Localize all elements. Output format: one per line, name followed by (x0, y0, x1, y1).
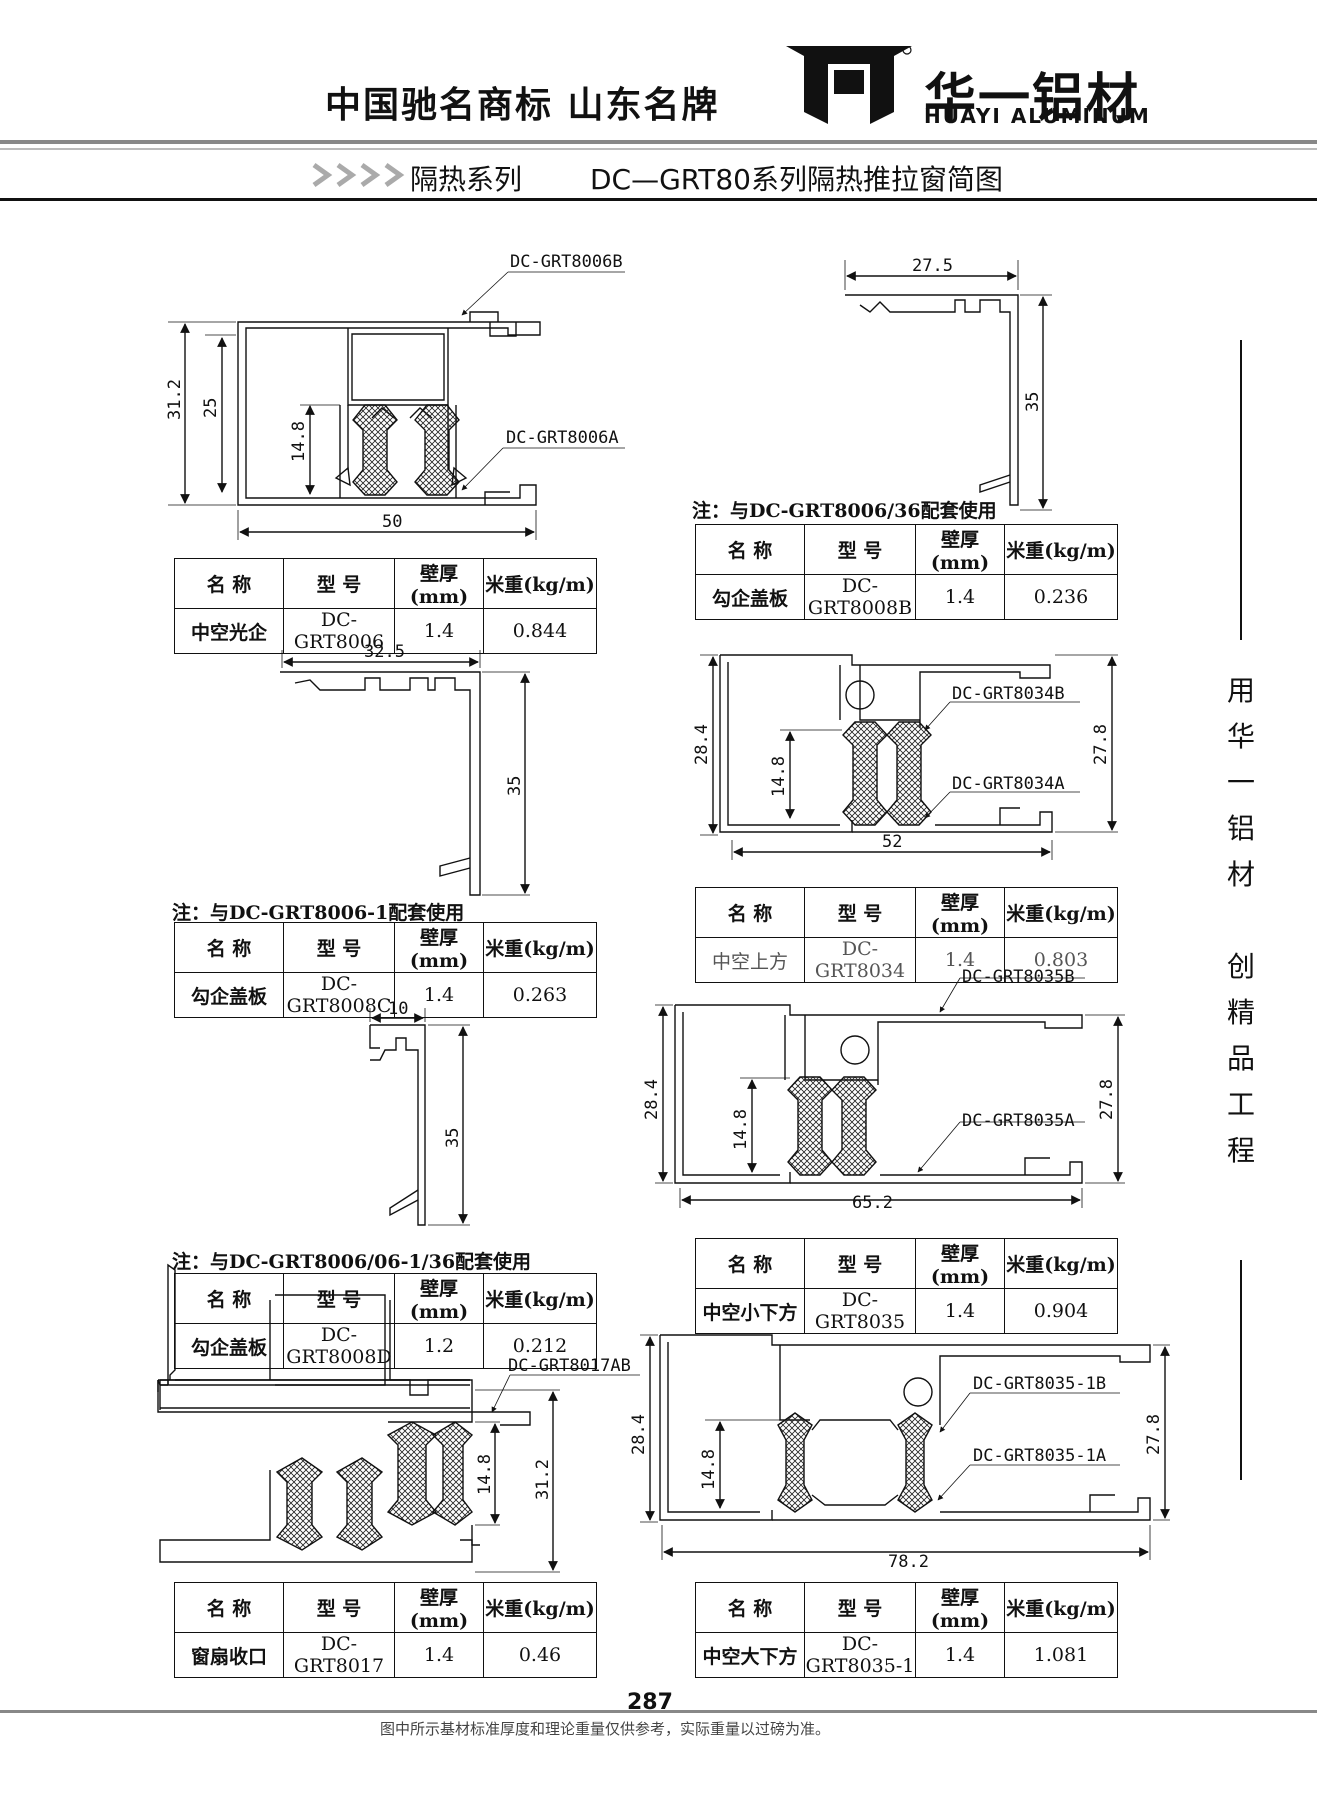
label-8006b: DC-GRT8006B (510, 252, 623, 272)
dim-8006-height: 31.2 (165, 379, 185, 420)
profile-8008d-drawing (369, 1008, 470, 1226)
dim-8017-strip: 14.8 (475, 1454, 495, 1495)
series-name: 隔热系列 (410, 163, 523, 196)
dim-8035-1-right: 27.8 (1144, 1414, 1164, 1455)
note-8008d: 注：与DC-GRT8006/06-1/36配套使用 (172, 1251, 532, 1273)
label-8006a: DC-GRT8006A (506, 428, 619, 448)
dim-8035-1-width: 78.2 (888, 1552, 929, 1572)
huayi-logo-mark: 华 一 (786, 46, 912, 124)
dim-8006-width: 50 (382, 512, 402, 532)
dim-8035-width: 65.2 (852, 1193, 893, 1213)
title-underline (0, 198, 1317, 201)
page-title: DC—GRT80系列隔热推拉窗简图 (590, 163, 1003, 196)
dim-8008b-height: 35 (1023, 392, 1043, 412)
note-8008b: 注：与DC-GRT8006/36配套使用 (692, 500, 997, 522)
dim-8035-1-height: 28.4 (629, 1414, 649, 1455)
dim-8034-right: 27.8 (1091, 724, 1111, 765)
header-rule (0, 140, 1317, 144)
note-8008c: 注：与DC-GRT8006-1配套使用 (172, 902, 465, 924)
dim-8008c-height: 35 (505, 776, 525, 796)
footer-disclaimer: 图中所示基材标准厚度和理论重量仅供参考，实际重量以过磅为准。 (380, 1720, 831, 1738)
header-rule-thin (0, 148, 1317, 150)
profile-8035-1-drawing (640, 1334, 1170, 1560)
brand-slogan: 中国驰名商标 山东名牌 (325, 84, 720, 126)
profile-8035-drawing (655, 977, 1125, 1208)
sidebar-slogan: 用华一铝材创精品工程 (1226, 674, 1255, 1167)
label-8035-1b: DC-GRT8035-1B (973, 1374, 1106, 1394)
footer-rule (0, 1710, 1317, 1713)
profile-8006-drawing (168, 271, 625, 540)
label-8034a: DC-GRT8034A (952, 774, 1065, 794)
dim-8008b-width: 27.5 (912, 256, 953, 276)
dim-8008d-height: 35 (443, 1128, 463, 1148)
profile-8008c-drawing (280, 650, 530, 896)
brand-name-cn: 华一铝材 (924, 69, 1141, 129)
sidebar-rule-top (1240, 340, 1242, 640)
profile-8008b-drawing (844, 260, 1052, 511)
dim-8017-height: 31.2 (533, 1459, 553, 1500)
sidebar-rule-bottom (1240, 1260, 1242, 1480)
chevron-right-icon (312, 162, 405, 188)
dim-8035-right: 27.8 (1097, 1079, 1117, 1120)
dim-8006-strip: 14.8 (289, 421, 309, 462)
label-8035-1a: DC-GRT8035-1A (973, 1446, 1106, 1466)
dim-8034-strip: 14.8 (769, 756, 789, 797)
dim-8035-height: 28.4 (642, 1079, 662, 1120)
profile-8017-drawing (157, 1263, 640, 1573)
label-8034b: DC-GRT8034B (952, 684, 1065, 704)
dim-8006-inner: 25 (201, 398, 221, 418)
logo-lettering: 华 一 (838, 104, 864, 117)
label-8035a: DC-GRT8035A (962, 1111, 1075, 1131)
dim-8035-strip: 14.8 (731, 1109, 751, 1150)
brand-name-en: HUAYI ALUMINUM (924, 104, 1151, 128)
dim-8035-1-strip: 14.8 (699, 1449, 719, 1490)
profile-8034-drawing (700, 654, 1118, 860)
dim-8034-width: 52 (882, 832, 902, 852)
dim-8034-height: 28.4 (692, 724, 712, 765)
